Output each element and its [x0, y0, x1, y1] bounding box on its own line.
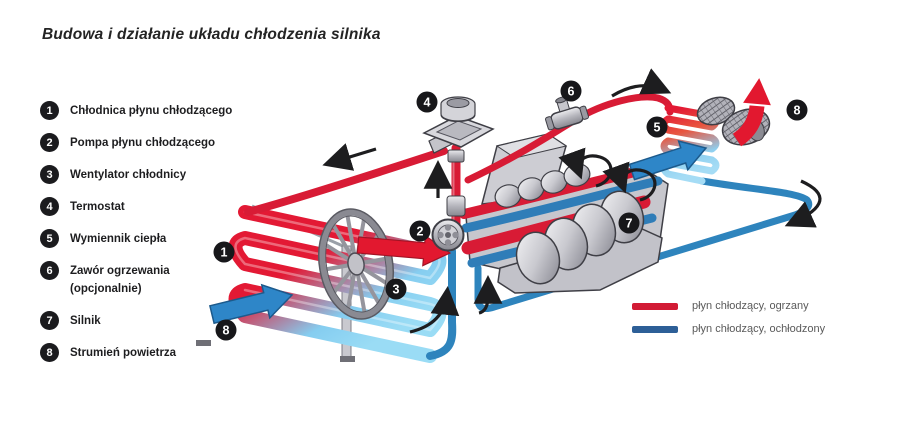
diagram-badge-engine: 7 [618, 212, 640, 234]
hot-coolant-swatch [632, 302, 678, 310]
flow-arrow-loop-2 [602, 161, 657, 202]
svg-text:8: 8 [794, 103, 801, 117]
flow-arrow-left [322, 143, 377, 171]
hot-heater-pipe [464, 93, 674, 184]
warm-air-arrow [356, 234, 452, 267]
flow-legend-cold-row: płyn chłodzący, ochłodzony [632, 323, 825, 335]
heated-air-arrow [732, 78, 771, 147]
flow-arrow-valve [611, 68, 672, 98]
legend-label: Strumień powietrza [70, 347, 177, 359]
diagram-badge-air-in: 8 [215, 319, 237, 341]
engine [459, 133, 669, 294]
legend-label: Wymiennik ciepła [70, 233, 167, 245]
number-badge: 4 [40, 197, 59, 216]
legend-item-heater-valve: 6 Zawór ogrzewania (opcjonalnie) [40, 261, 255, 298]
heater-valve [545, 96, 589, 131]
svg-text:4: 4 [424, 95, 431, 109]
diagram-badge-air-out: 8 [786, 99, 808, 121]
legend-item-heat-exchanger: 5 Wymiennik ciepła [40, 229, 255, 248]
legend-label: Pompa płynu chłodzącego [70, 137, 216, 149]
number-badge: 7 [40, 311, 59, 330]
thermostat [422, 96, 495, 237]
hot-coolant-label: płyn chłodzący, ogrzany [692, 300, 809, 312]
legend-label: Wentylator chłodnicy [70, 169, 187, 181]
diagram-badge-pump: 2 [409, 220, 431, 242]
hot-top-pipe [244, 147, 448, 216]
svg-text:8: 8 [223, 323, 230, 337]
flow-arrow-up-radiator-return [409, 286, 460, 334]
legend-item-air-stream: 8 Strumień powietrza [40, 343, 255, 362]
legend-label: Chłodnica płynu chłodzącego [70, 105, 233, 117]
svg-text:7: 7 [626, 216, 633, 230]
diagram-badge-thermostat: 4 [416, 91, 438, 113]
legend-label: Zawór ogrzewania (opcjonalnie) [70, 265, 170, 295]
number-badge: 2 [40, 133, 59, 152]
number-badge: 5 [40, 229, 59, 248]
number-badge: 8 [40, 343, 59, 362]
number-badge: 6 [40, 261, 59, 280]
flow-arrow-up-engine-return [473, 275, 503, 315]
flow-legend-hot-row: płyn chłodzący, ogrzany [632, 300, 825, 312]
page-title: Budowa i działanie układu chłodzenia sil… [42, 26, 381, 43]
diagram-badge-heat-exchanger: 5 [646, 116, 668, 138]
radiator-fan [318, 208, 394, 320]
legend-item-pump: 2 Pompa płynu chłodzącego [40, 133, 255, 152]
cool-air-arrow-heater [628, 140, 708, 181]
cold-coolant-swatch [632, 325, 678, 333]
svg-text:2: 2 [417, 224, 424, 238]
legend-item-fan: 3 Wentylator chłodnicy [40, 165, 255, 184]
legend-label: Silnik [70, 315, 101, 327]
legend-item-engine: 7 Silnik [40, 311, 255, 330]
component-legend: 1 Chłodnica płynu chłodzącego 2 Pompa pł… [40, 101, 255, 375]
flow-arrow-vertex [784, 179, 822, 228]
diagram-badge-radiator: 1 [213, 241, 235, 263]
cold-coolant-label: płyn chłodzący, ochłodzony [692, 323, 826, 335]
legend-label: Termostat [70, 201, 125, 213]
number-badge: 3 [40, 165, 59, 184]
svg-text:6: 6 [568, 84, 575, 98]
legend-item-thermostat: 4 Termostat [40, 197, 255, 216]
svg-text:1: 1 [221, 245, 228, 259]
number-badge: 1 [40, 101, 59, 120]
diagram-badge-fan: 3 [385, 278, 407, 300]
diagram-badge-heater-valve: 6 [560, 80, 582, 102]
coolant-pump [431, 218, 465, 252]
radiator-outlet-pipe [426, 247, 457, 360]
flow-color-legend: płyn chłodzący, ogrzany płyn chłodzący, … [632, 300, 825, 346]
svg-text:3: 3 [393, 282, 400, 296]
legend-item-radiator: 1 Chłodnica płynu chłodzącego [40, 101, 255, 120]
svg-text:5: 5 [654, 120, 661, 134]
